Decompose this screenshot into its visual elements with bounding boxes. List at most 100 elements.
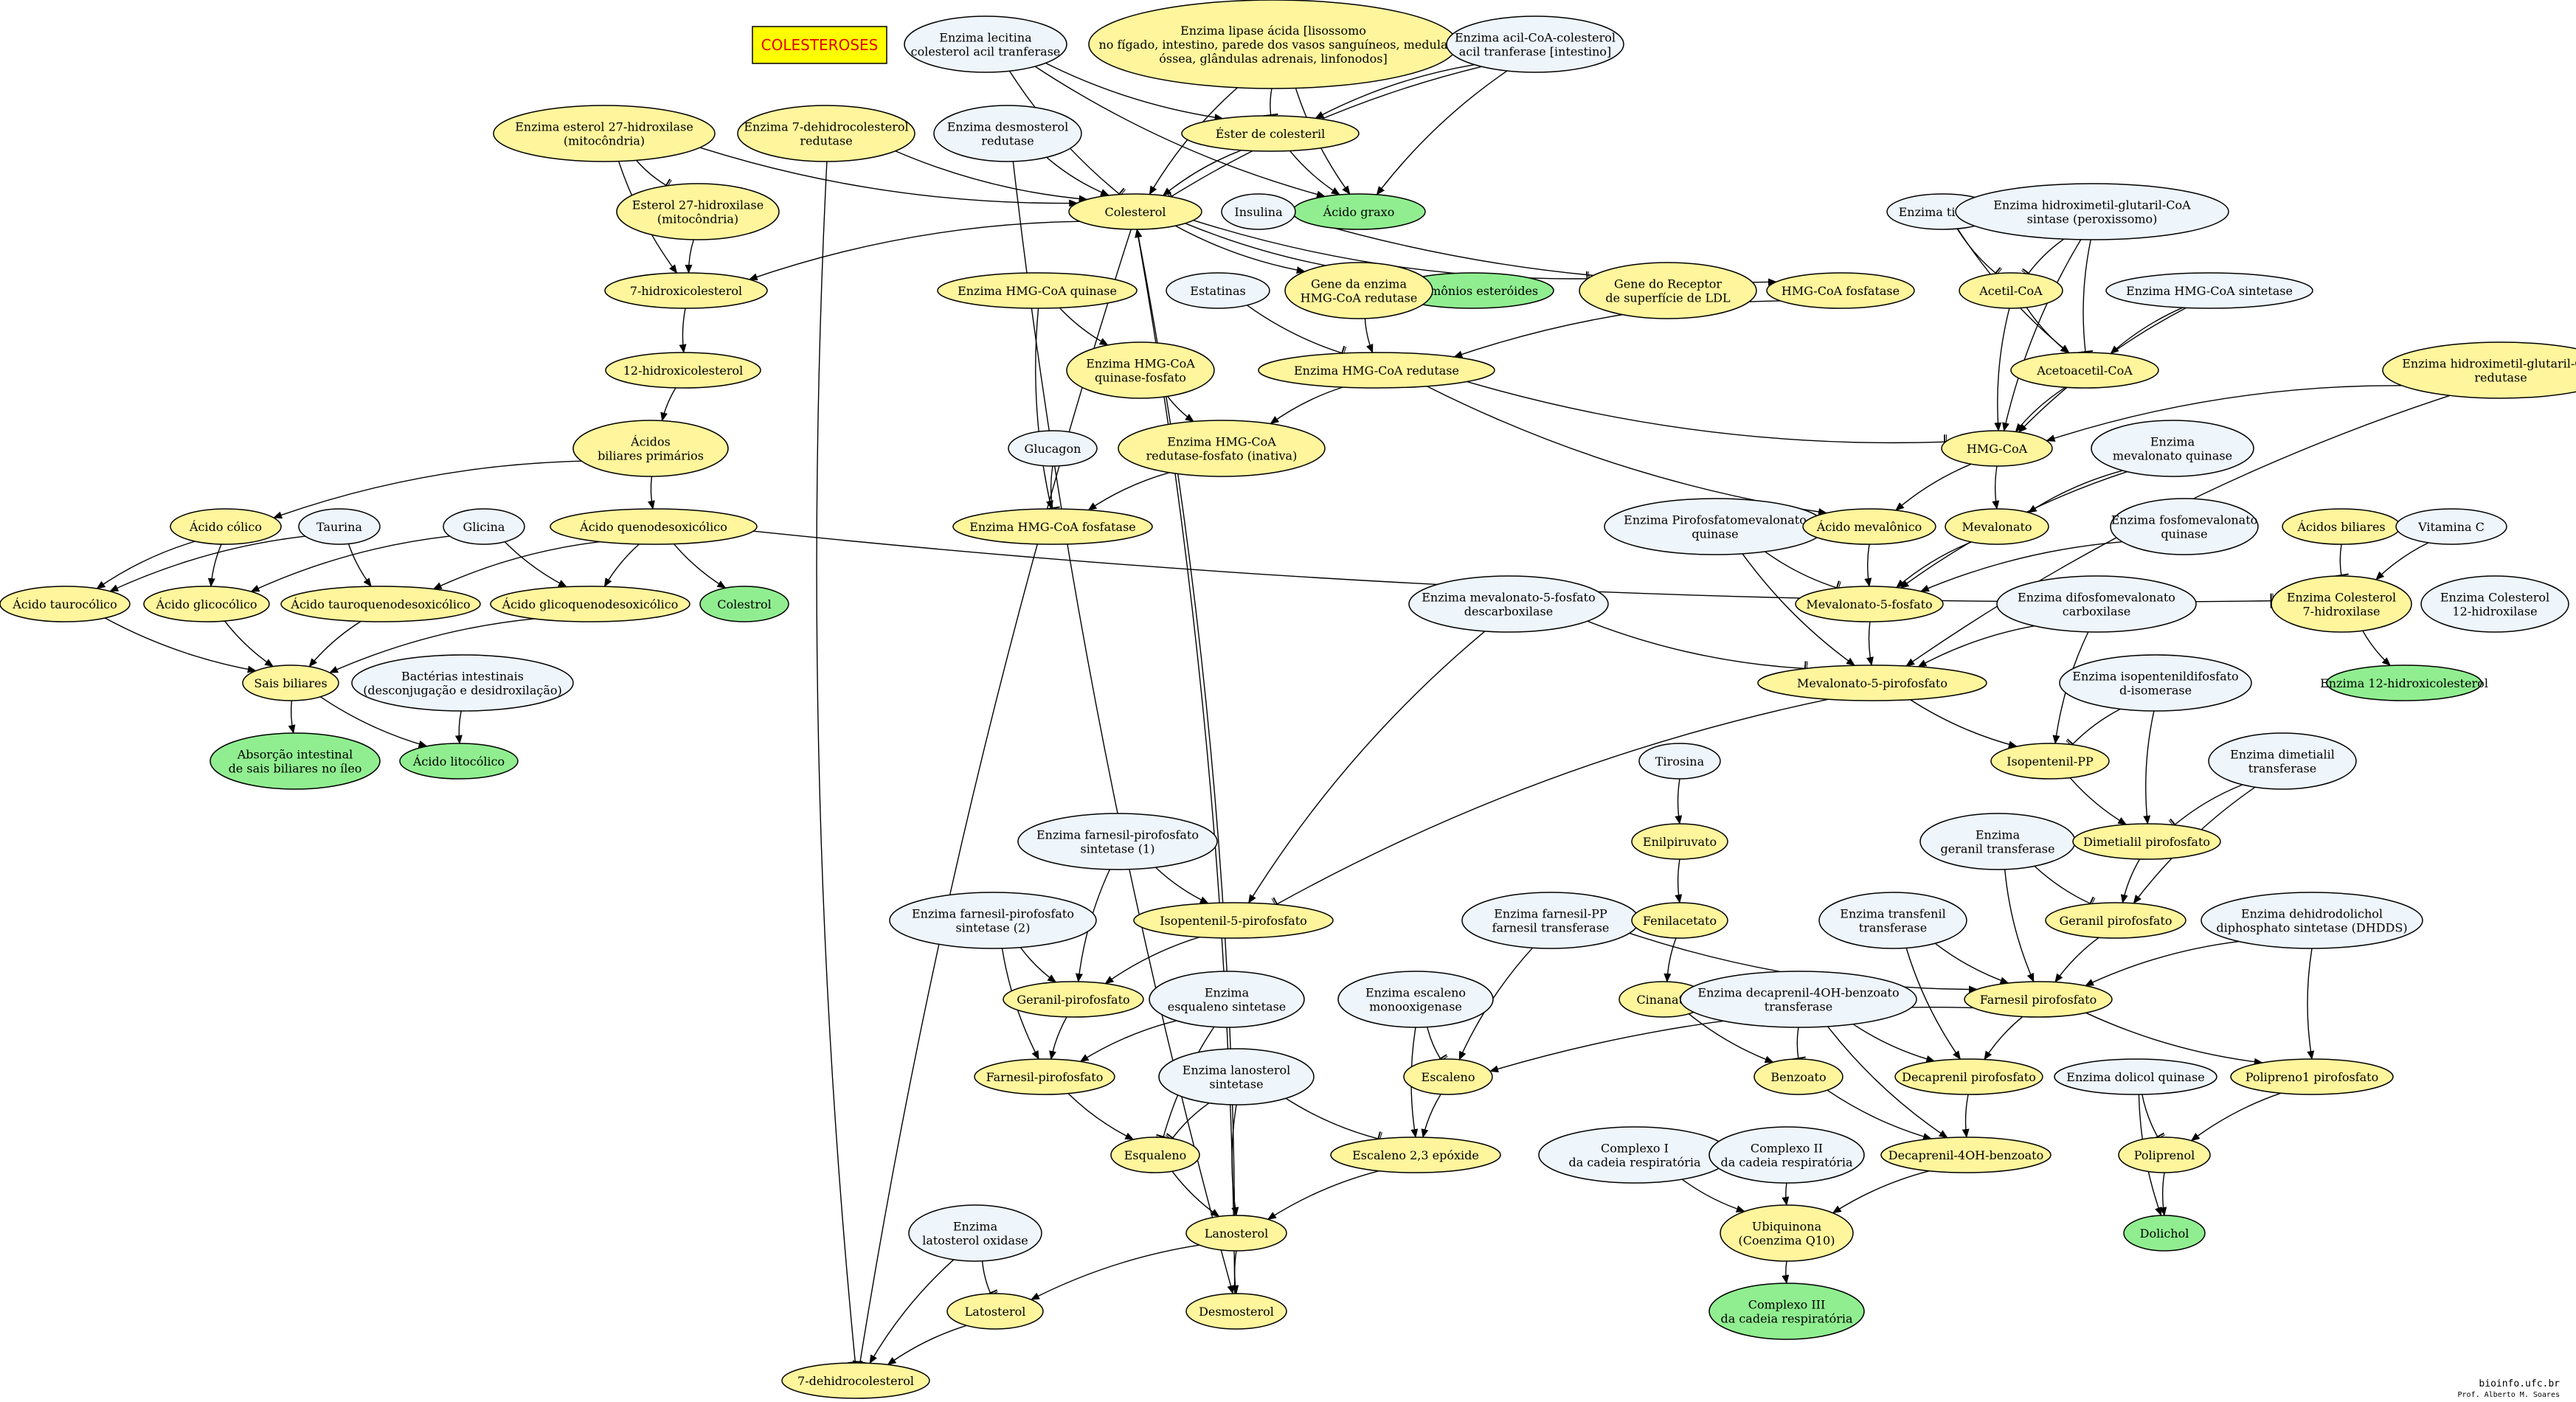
edge-bacterias-aclitocolico [454,710,463,744]
node-bacterias: Bactérias intestinais(desconjugação e de… [351,654,574,712]
node-shape [1818,892,1967,949]
edge-decaprenil4ohb-ubiquinona [1832,1170,1930,1214]
node-label: Ácido glicoquenodesoxicólico [502,597,679,611]
node-shape [1945,508,2049,545]
edge-farnpirosint2-geranilpp2 [1019,947,1057,983]
node-ester: Éster de colesteril [1181,115,1360,152]
node-shape [1185,1293,1287,1330]
node-hmgquinase: Enzima HMG-CoA quinase [937,272,1138,309]
edge-saisbiliares-absorcao [288,700,296,734]
node-shape [1795,586,1944,622]
edge-acetilcoa-hmgcoa [1994,308,2010,432]
node-shape [2091,420,2254,477]
edge-farnpirosint1-isopent5pp [1155,867,1209,904]
node-acbiliares: Ácidos biliares [2282,508,2401,545]
node-shape [399,743,519,780]
node-shape [1757,664,1987,701]
node-label: Colesterol [1105,205,1166,219]
node-shape [1221,193,1296,230]
node-shape [908,1204,1042,1262]
edge-colesterol-dehidrocol7 [860,229,1132,1363]
node-label: Enzima HMG-CoA sintetase [2126,284,2293,298]
node-shape [1631,902,1728,939]
node-hmgred: Enzima HMG-CoA redutase [1258,352,1495,389]
edge-geraniltrans-geranilpp [2034,865,2091,903]
node-shape [952,508,1153,545]
node-shape [1990,743,2110,780]
node-hmgcoa: HMG-CoA [1941,430,2053,467]
node-poliprenol: Poliprenol [2118,1136,2211,1173]
node-label: Estatinas [1190,284,1245,298]
edge-pirofosmevquin-mev5f [1765,551,1838,588]
node-shape [1766,272,1915,309]
node-shape [1631,823,1728,860]
node-label: Glucagon [1025,442,1081,456]
node-shape [1166,272,1270,309]
node-label: Ácido taurocólico [12,597,117,611]
edge-geraniltrans-farnesilpp [2004,869,2035,982]
node-label: Desmosterol [1199,1305,1274,1319]
edge-geranilpp2-farnesilpp2 [1049,1016,1067,1061]
node-shape [974,1058,1115,1095]
node-shape [1068,193,1202,230]
node-label: Polipreno1 pirofosfato [2246,1070,2378,1084]
node-colesterol: Colesterol [1068,193,1202,230]
node-label: Geranil pirofosfato [2060,914,2172,928]
node-glucagon: Glucagon [1008,430,1098,467]
node-shape [1579,262,1757,319]
node-dehidrocol7: 7-dehidrocolesterol [781,1362,930,1399]
edge-dhcr7-colesterol [895,150,1088,203]
node-shape [1403,1058,1493,1095]
node-accolico: Ácido cólico [170,508,282,545]
node-shape [2072,823,2221,860]
node-dolicolquin: Enzima dolicol quinase [2054,1058,2217,1095]
node-label: Isopentenil-5-pirofosfato [1160,914,1307,928]
node-shape [143,586,270,622]
edges-layer [96,62,2451,1365]
node-label: Decaprenil pirofosfato [1902,1070,2036,1084]
node-acglicoqueno: Ácido glicoquenodesoxicólico [490,586,690,622]
edge-enilpiruvato-fenilacetato [1675,858,1683,903]
edge-decaprenil4oh-decaprenil4ohb [1827,1026,1948,1139]
node-shape [1133,902,1334,939]
node-shape [493,105,716,162]
edge-dimetialilpp-geranilpp [2120,858,2141,904]
edge-dehidrodolichol-poliprenolpp [2307,948,2315,1060]
edge-estatinas-hmgred [1247,305,1343,353]
edge-actauroqueno-saisbiliares [308,620,361,667]
edge-farnesilpp-decaprenilpp [1984,1016,2023,1061]
edge-latosterol-dehidrocol7 [887,1325,967,1365]
edge-dimetalil-dimetialilpp [2175,784,2243,825]
edge-tirosina-enilpiruvato [1675,778,1683,825]
node-ubiquinona: Ubiquinona(Coenzima Q10) [1720,1204,1854,1262]
node-label: Ácidos biliares [2296,519,2385,534]
node-label: Enzima 12-hidroxicolesterol [2320,676,2488,690]
node-label: Tirosina [1655,754,1705,768]
node-shape [1964,981,2113,1018]
node-shape [937,272,1138,309]
